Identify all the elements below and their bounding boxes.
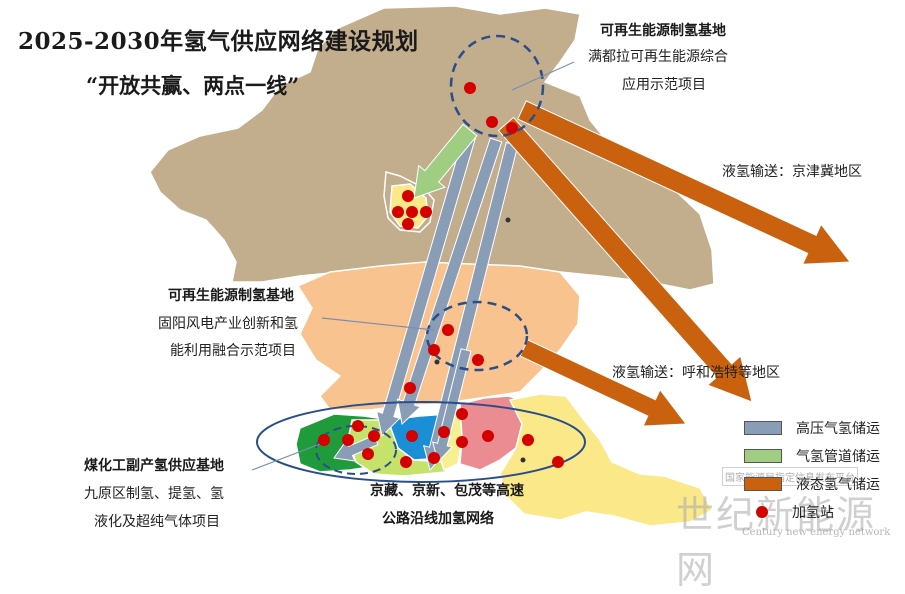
high-pressure-arrow [376,132,477,438]
hydrogen-station-dot [456,436,468,448]
hydrogen-station-dot [362,448,374,460]
north-base-title: 可再生能源制氢基地 [600,23,726,39]
legend-label: 高压气氢储运 [796,421,880,437]
city-marker [520,457,526,463]
legend-label: 气氢管道储运 [796,449,880,465]
page-title: 2025-2030年氢气供应网络建设规划 [18,28,419,55]
hydrogen-station-dot [420,206,432,218]
middle-base-line2: 能利用融合示范项目 [170,343,296,359]
highway-line2: 公路沿线加氢网络 [382,511,494,527]
hydrogen-station-dot [404,382,416,394]
hydrogen-station-dot [428,344,440,356]
legend-label: 加氢站 [792,505,834,521]
hydrogen-station-dot [402,218,414,230]
high-pressure-swatch [744,421,782,435]
hydrogen-network-map [149,5,851,527]
hydrogen-station-dot [406,206,418,218]
coal-leader-line [251,443,321,471]
liquid-arrow-southeast [497,116,753,403]
hydrogen-station-dot [522,434,534,446]
middle-base-title: 可再生能源制氢基地 [168,288,294,304]
highway-line1: 京藏、京新、包茂等高速 [370,483,524,499]
middle-leader-line [321,317,435,331]
watermark-en: Century new energy network [742,527,891,538]
liquid-arrows [497,100,851,427]
pipeline-swatch [744,449,782,463]
middle-base-line1: 固阳风电产业创新和氢 [158,316,298,332]
north-base-line2: 应用示范项目 [622,77,706,93]
hydrogen-station-dot [486,116,498,128]
coal-base-ellipse [256,401,586,483]
hydrogen-station-dot [342,434,354,446]
liquid-arrow-south [519,339,687,427]
legend-item-high-pressure: 高压气氢储运 [744,418,880,438]
hydrogen-station-dot [482,430,494,442]
legend-item-station: 加氢站 [744,502,834,522]
pipeline-arrow [413,123,478,199]
city-marker [434,359,440,365]
page-subtitle: “开放共赢、两点一线” [86,73,300,98]
liquid-south-label: 液氢输送：呼和浩特等地区 [612,365,780,381]
hydrogen-station-dot [392,206,404,218]
legend-item-pipeline: 气氢管道储运 [744,446,880,466]
east-yellow-region [499,393,714,527]
hydrogen-station-dot [428,452,440,464]
north-base-line1: 满都拉可再生能源综合 [588,49,728,65]
coal-base-title: 煤化工副产氢供应基地 [84,458,224,474]
coal-base-line1: 九原区制氢、提氢、氢 [84,486,224,502]
high-pressure-arrow [396,137,503,425]
hydrogen-station-dot [406,430,418,442]
legend-label: 液态氢气储运 [796,477,880,493]
hydrogen-station-dot [402,190,414,202]
middle-region [296,261,581,411]
north-leader-line [511,61,575,91]
hydrogen-station-dot [442,324,454,336]
liquid-swatch [744,477,782,491]
north-base-ellipse [449,34,545,138]
hydrogen-station-dot [368,430,380,442]
hydrogen-station-dot [400,456,412,468]
high-pressure-arrows [333,132,519,472]
hydrogen-station-dot [352,420,364,432]
legend-item-liquid: 液态氢气储运 [744,474,880,494]
city-marker [505,217,511,223]
hydrogen-station-dot [552,456,564,468]
liquid-arrow-east [517,100,851,265]
hydrogen-station-dot [506,122,518,134]
hydrogen-station-dot [464,82,476,94]
hydrogen-station-dot [472,354,484,366]
station-dot-icon [756,506,768,518]
hydrogen-station-dot [318,434,330,446]
pipeline-arrow-shape [413,123,478,199]
coal-base-line2: 液化及超纯气体项目 [94,514,220,530]
hydrogen-station-dot [456,408,468,420]
hydrogen-station-dot [438,426,450,438]
middle-base-ellipse [425,300,529,372]
liquid-east-label: 液氢输送：京津冀地区 [722,164,862,180]
watermark-cn: 世纪新能源网 [676,493,877,592]
coal-base-inner-ellipse [315,425,397,475]
hydrogen-stations [318,82,564,468]
